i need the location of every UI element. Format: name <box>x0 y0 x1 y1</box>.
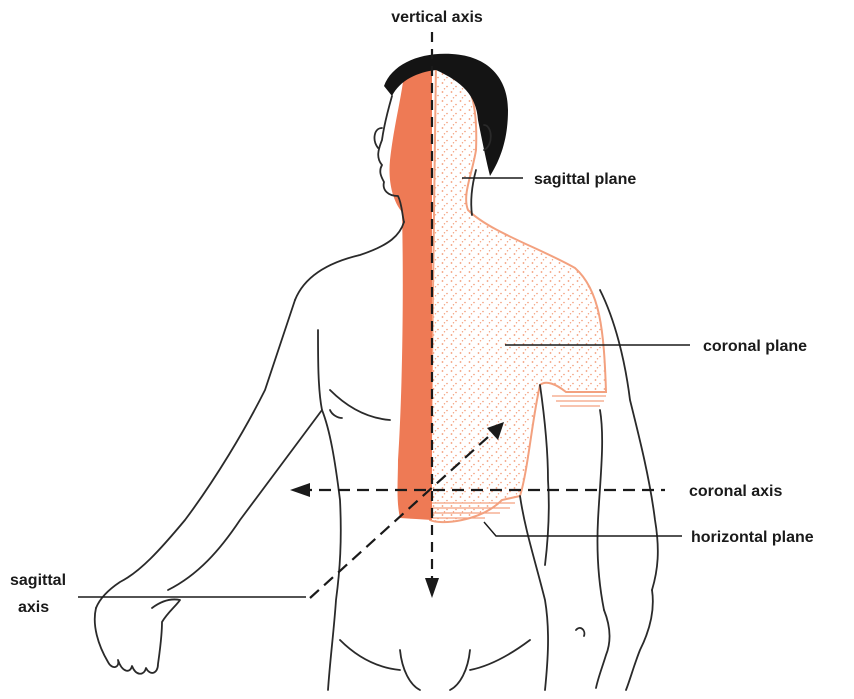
sagittal-axis-label-line2: axis <box>18 599 49 616</box>
sagittal-axis-label-line1: sagittal <box>10 572 66 589</box>
coronal-plane-label: coronal plane <box>703 338 807 355</box>
coronal-axis-label: coronal axis <box>689 483 782 500</box>
vertical-axis-label: vertical axis <box>391 9 483 26</box>
arm-cut-stripes <box>552 396 606 406</box>
vertical-axis-arrowhead <box>425 578 439 598</box>
sagittal-plane-region <box>390 62 433 520</box>
coronal-axis-arrowhead <box>290 483 310 497</box>
sagittal-plane-label: sagittal plane <box>534 171 636 188</box>
horizontal-plane-label: horizontal plane <box>691 529 814 546</box>
coronal-plane-region <box>430 62 606 522</box>
